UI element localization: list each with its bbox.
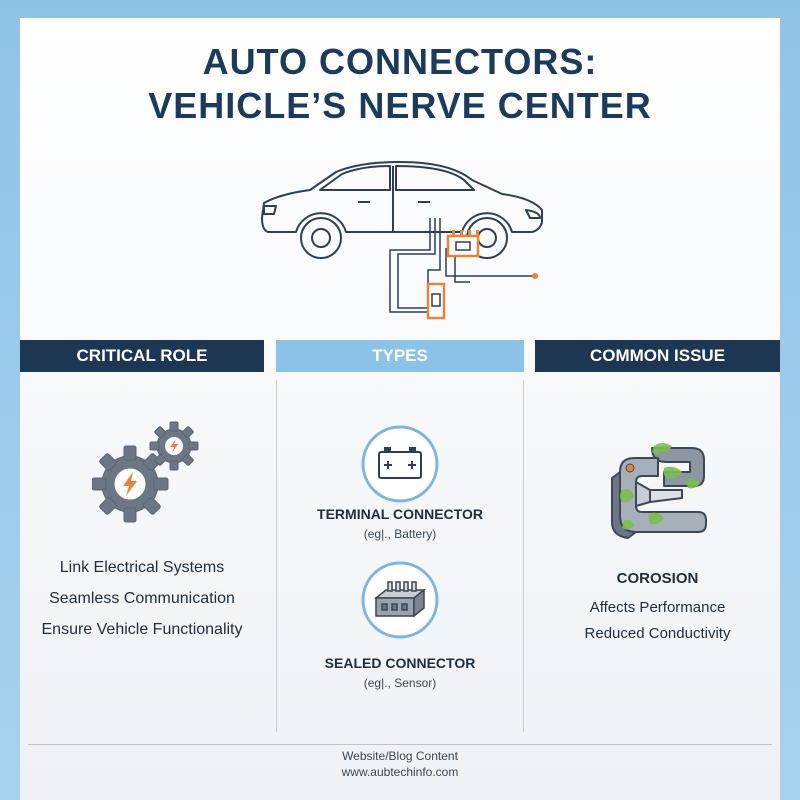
common-issue-header: COMMON ISSUE xyxy=(535,340,780,372)
critical-role-header: CRITICAL ROLE xyxy=(20,340,264,372)
battery-icon xyxy=(361,425,439,503)
footer-url: www.aubtechinfo.com xyxy=(341,765,459,779)
column-divider-left xyxy=(276,380,277,732)
role-item-1: Link Electrical Systems xyxy=(59,559,225,576)
page-title: AUTO CONNECTORS: VEHICLE’S NERVE CENTER xyxy=(20,40,780,128)
title-line-1: AUTO CONNECTORS: xyxy=(202,41,598,82)
footer-label: Website/Blog Content xyxy=(342,749,458,763)
terminal-connector-title: TERMINAL CONNECTOR xyxy=(317,506,483,522)
column-divider-right xyxy=(523,380,524,732)
role-item-2: Seamless Communication xyxy=(49,590,235,607)
car-wiring-icon xyxy=(261,161,543,320)
sealed-connector-title: SEALED CONNECTOR xyxy=(324,655,476,671)
issue-item-2: Reduced Conductivity xyxy=(584,625,731,642)
sealed-connector-example: (eg|., Sensor) xyxy=(363,676,437,690)
role-item-3: Ensure Vehicle Functionality xyxy=(41,621,243,638)
sealed-connector-icon xyxy=(361,561,439,639)
corroded-connector-icon xyxy=(611,443,707,539)
issue-item-1: Affects Performance xyxy=(589,599,726,616)
infographic-card: AUTO CONNECTORS: VEHICLE’S NERVE CENTER xyxy=(20,18,780,800)
terminal-connector-example: (eg|., Battery) xyxy=(363,527,437,541)
corrosion-title: COROSION xyxy=(616,570,699,587)
title-line-2: VEHICLE’S NERVE CENTER xyxy=(148,85,652,126)
types-header: TYPES xyxy=(276,340,524,372)
gears-lightning-icon xyxy=(92,421,199,523)
footer-divider xyxy=(28,744,772,745)
